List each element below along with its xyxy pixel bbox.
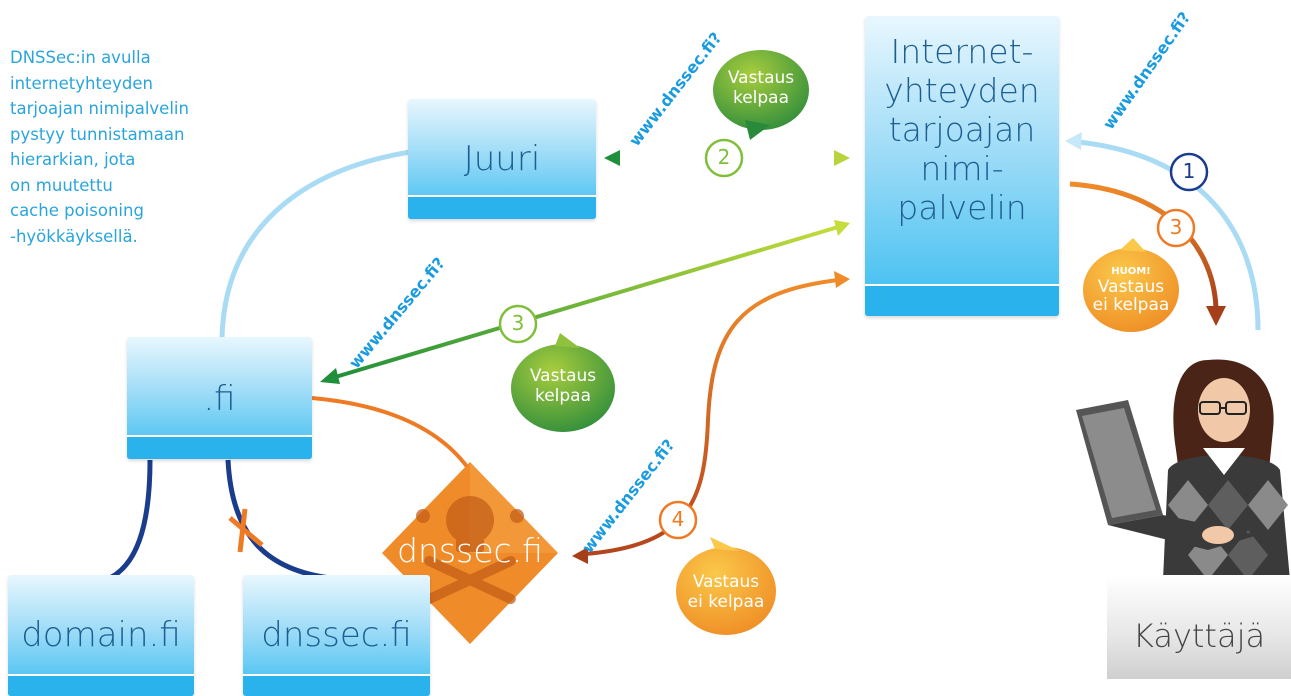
bubble-line: ei kelpaa [1092, 295, 1170, 315]
arrow-head [834, 271, 850, 288]
domain-box: domain.fi [8, 575, 194, 696]
fi-box: .fi [127, 337, 312, 459]
bubble-note: HUOM! [1111, 266, 1151, 277]
juuri-box: Juuri [408, 99, 596, 219]
user-illustration [1076, 359, 1290, 580]
link-juuri-fi [219, 149, 411, 338]
step-number-4: 4 [671, 507, 685, 531]
link-fi-poison [311, 396, 470, 470]
box-footer [243, 674, 430, 696]
arrow-step1 [1077, 139, 1261, 331]
intro-line: pystyy tunnistamaan [10, 124, 185, 144]
user-label-box: Käyttäjä [1107, 575, 1291, 679]
intro-line: internetyhteyden [10, 73, 153, 93]
isp-label-line: tarjoajan [888, 110, 1036, 149]
isp-label-line: nimi- [920, 149, 1004, 188]
step-circle-3b [1156, 208, 1196, 248]
bubble-right [1083, 238, 1179, 332]
step-number-1: 1 [1182, 159, 1196, 183]
intro-line: -hyökkäyksellä. [10, 226, 138, 246]
poison-label: dnssec.fi [397, 531, 543, 570]
arrow-head [604, 150, 620, 166]
intro-line: hierarkian, jota [10, 150, 136, 169]
bubble-line: ei kelpaa [687, 592, 765, 612]
link-fi-dnssec [225, 459, 331, 581]
bubble-line: kelpaa [732, 88, 790, 108]
arrow-head [1065, 132, 1082, 150]
intro-line: cache poisoning [10, 201, 144, 220]
step-circle-1 [1169, 152, 1209, 192]
bubble-bottom-text: Vastaus ei kelpaa [676, 572, 776, 612]
arrow-step4 [584, 278, 839, 556]
skull-icon [416, 496, 524, 605]
bubble-line: Vastaus [1097, 277, 1165, 297]
step-number-3: 3 [511, 311, 525, 335]
user-label: Käyttäjä [1132, 617, 1266, 655]
box-footer [127, 435, 312, 459]
arrow-head [320, 368, 340, 384]
arrow-head [834, 150, 850, 166]
step-circle-2 [704, 138, 744, 178]
bubble-middle [511, 333, 615, 432]
bubble-right-text: HUOM! Vastaus ei kelpaa [1083, 266, 1179, 314]
juuri-label: Juuri [463, 139, 541, 179]
bubble-top-text: Vastaus kelpaa [713, 68, 809, 108]
bubble-line: kelpaa [534, 386, 592, 406]
intro-line: on muutettu [10, 175, 113, 195]
bubble-line: Vastaus [529, 366, 597, 386]
isp-label-line: Internet- [890, 32, 1034, 71]
arrow-head [1206, 306, 1226, 326]
isp-label-line: yhteyden [884, 71, 1040, 110]
step-circle-4 [658, 500, 698, 540]
domain-label: domain.fi [21, 615, 181, 655]
arrow-head [834, 220, 850, 236]
isp-nameserver-box: Internet- yhteyden tarjoajan nimi- palve… [865, 16, 1059, 316]
dnssec-box: dnssec.fi [243, 575, 430, 696]
bubble-middle-text: Vastaus kelpaa [511, 366, 615, 406]
bubble-line: Vastaus [692, 572, 760, 592]
step-number-2: 2 [717, 145, 731, 169]
arrow-step3 [331, 225, 839, 380]
isp-label: Internet- yhteyden tarjoajan nimi- palve… [865, 32, 1059, 227]
bubble-top [713, 50, 809, 140]
broken-link-mark [228, 508, 264, 553]
intro-line: tarjoajan nimipalvelin [10, 99, 189, 118]
intro-text: DNSSec:in avulla internetyhteyden tarjoa… [10, 45, 240, 249]
step-circle-3 [498, 304, 538, 344]
bubble-line: Vastaus [727, 68, 795, 88]
box-footer [8, 674, 194, 696]
bubble-bottom [676, 537, 776, 635]
step-number-3b: 3 [1169, 215, 1183, 239]
dnssec-label: dnssec.fi [261, 615, 412, 655]
arrow-head [572, 547, 588, 564]
link-fi-domain [108, 459, 153, 581]
fi-label: .fi [203, 379, 236, 419]
box-footer [408, 195, 596, 219]
box-footer [865, 284, 1059, 316]
isp-label-line: palvelin [897, 188, 1027, 227]
intro-line: DNSSec:in avulla [10, 48, 151, 67]
